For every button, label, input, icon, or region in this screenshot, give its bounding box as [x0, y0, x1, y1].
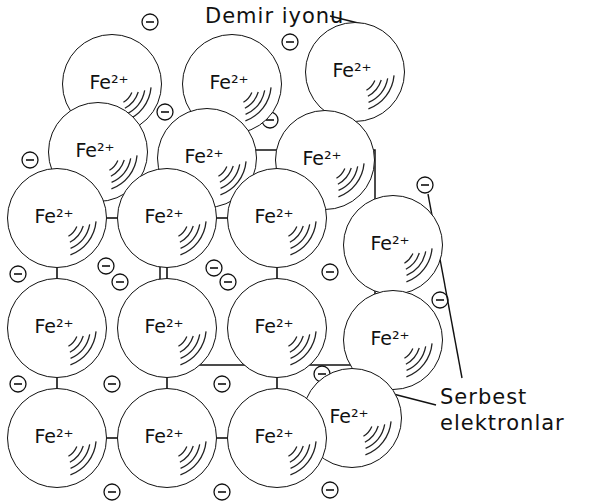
lattice-line: [217, 217, 227, 219]
ion-label: Fe²⁺: [209, 71, 248, 93]
ion-circle: Fe²⁺: [117, 168, 217, 268]
ion-label: Fe²⁺: [254, 315, 293, 337]
ion-label: Fe²⁺: [89, 71, 128, 93]
ion-circle: Fe²⁺: [7, 388, 107, 488]
callout-label: Demir iyonu: [205, 3, 344, 29]
lattice-line: [166, 378, 168, 388]
electron-symbol: [104, 376, 120, 392]
lattice-line: [107, 437, 117, 439]
electron-symbol: [322, 264, 338, 280]
ion-label: Fe²⁺: [254, 205, 293, 227]
ion-label: Fe²⁺: [34, 315, 73, 337]
ion-label: Fe²⁺: [144, 315, 183, 337]
electron-symbol: [112, 274, 128, 290]
lattice-line: [56, 378, 58, 388]
ion-circle: Fe²⁺: [117, 278, 217, 378]
ion-circle: Fe²⁺: [227, 168, 327, 268]
electron-symbol: [214, 484, 230, 500]
ion-circle: Fe²⁺: [227, 278, 327, 378]
ion-label: Fe²⁺: [75, 139, 114, 161]
ion-label: Fe²⁺: [144, 425, 183, 447]
electron-symbol: [22, 152, 38, 168]
electron-symbol: [220, 274, 236, 290]
electron-symbol: [104, 484, 120, 500]
electron-symbol: [157, 104, 173, 120]
ion-label: Fe²⁺: [34, 205, 73, 227]
ion-label: Fe²⁺: [329, 405, 368, 427]
electron-symbol: [98, 258, 114, 274]
ion-circle: Fe²⁺: [117, 388, 217, 488]
ion-label: Fe²⁺: [370, 232, 409, 254]
electron-symbol: [10, 376, 26, 392]
callout-label: Serbest elektronlar: [440, 384, 580, 437]
electron-symbol: [142, 14, 158, 30]
lattice-line: [217, 437, 227, 439]
ion-label: Fe²⁺: [302, 147, 341, 169]
lattice-line: [276, 378, 278, 388]
electron-symbol: [214, 376, 230, 392]
ion-label: Fe²⁺: [332, 59, 371, 81]
ion-label: Fe²⁺: [370, 327, 409, 349]
ion-label: Fe²⁺: [34, 425, 73, 447]
lattice-line: [56, 268, 58, 278]
ion-circle: Fe²⁺: [305, 22, 405, 122]
ion-label: Fe²⁺: [184, 145, 223, 167]
lattice-line: [107, 217, 117, 219]
ion-circle: Fe²⁺: [7, 168, 107, 268]
electron-symbol: [10, 266, 26, 282]
electron-symbol: [322, 482, 338, 498]
electron-symbol: [417, 177, 433, 193]
ion-label: Fe²⁺: [254, 425, 293, 447]
ion-circle: Fe²⁺: [343, 195, 443, 295]
lattice-line: [276, 268, 278, 278]
lattice-line: [166, 268, 168, 278]
electron-symbol: [206, 260, 222, 276]
ion-label: Fe²⁺: [144, 205, 183, 227]
ion-circle: Fe²⁺: [7, 278, 107, 378]
ion-circle: Fe²⁺: [227, 388, 327, 488]
electron-symbol: [432, 292, 448, 308]
electron-symbol: [282, 34, 298, 50]
